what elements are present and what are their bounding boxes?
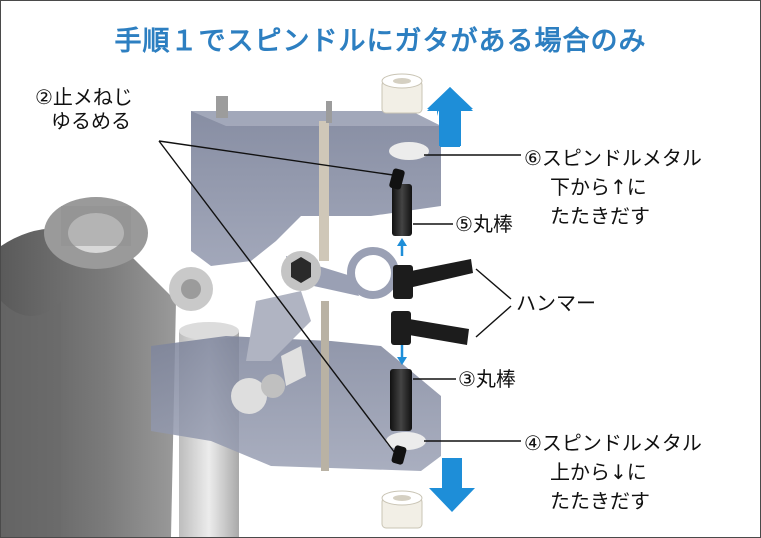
label-spindle-metal-bottom: ④スピンドルメタル 上から↓に たたきだす <box>524 429 702 516</box>
label-set-screw-line2: ゆるめる <box>51 109 131 133</box>
big-arrow-up <box>427 87 473 147</box>
label-metal-bottom-line2: 上から↓に <box>550 460 647 484</box>
set-screw-bottom <box>391 445 407 465</box>
small-arrow-up <box>397 238 407 256</box>
leader-lines <box>158 140 521 454</box>
label-metal-bottom-line3: たたきだす <box>550 489 650 513</box>
set-screw-top <box>389 168 405 190</box>
label-round-bar-bottom: ③丸棒 <box>458 367 516 391</box>
label-hammer: ハンマー <box>516 291 596 315</box>
small-arrow-down <box>397 345 407 365</box>
hammer-bottom <box>391 311 469 345</box>
machine-body <box>1 197 176 537</box>
diagram-title: 手順１でスピンドルにガタがある場合のみ <box>114 26 647 57</box>
round-bar-bottom <box>390 369 412 431</box>
big-arrow-down <box>429 458 475 512</box>
label-metal-top-line3: たたきだす <box>550 204 650 228</box>
metal-top-removed <box>381 73 423 114</box>
metal-bottom-removed <box>381 490 423 529</box>
label-set-screw-line1: ②止メねじ <box>35 85 133 109</box>
label-metal-bottom-line1: ④スピンドルメタル <box>524 431 702 455</box>
upper-bracket <box>191 96 441 266</box>
lower-bracket <box>151 336 441 471</box>
label-metal-top-line2: 下から↑に <box>550 175 647 199</box>
hammer-top <box>393 259 473 299</box>
label-metal-top-line1: ⑥スピンドルメタル <box>524 146 702 170</box>
label-set-screw: ②止メねじ ゆるめる <box>35 85 133 133</box>
label-round-bar-top: ⑤丸棒 <box>455 212 513 236</box>
label-spindle-metal-top: ⑥スピンドルメタル 下から↑に たたきだす <box>524 144 702 231</box>
round-bar-top <box>392 184 412 236</box>
